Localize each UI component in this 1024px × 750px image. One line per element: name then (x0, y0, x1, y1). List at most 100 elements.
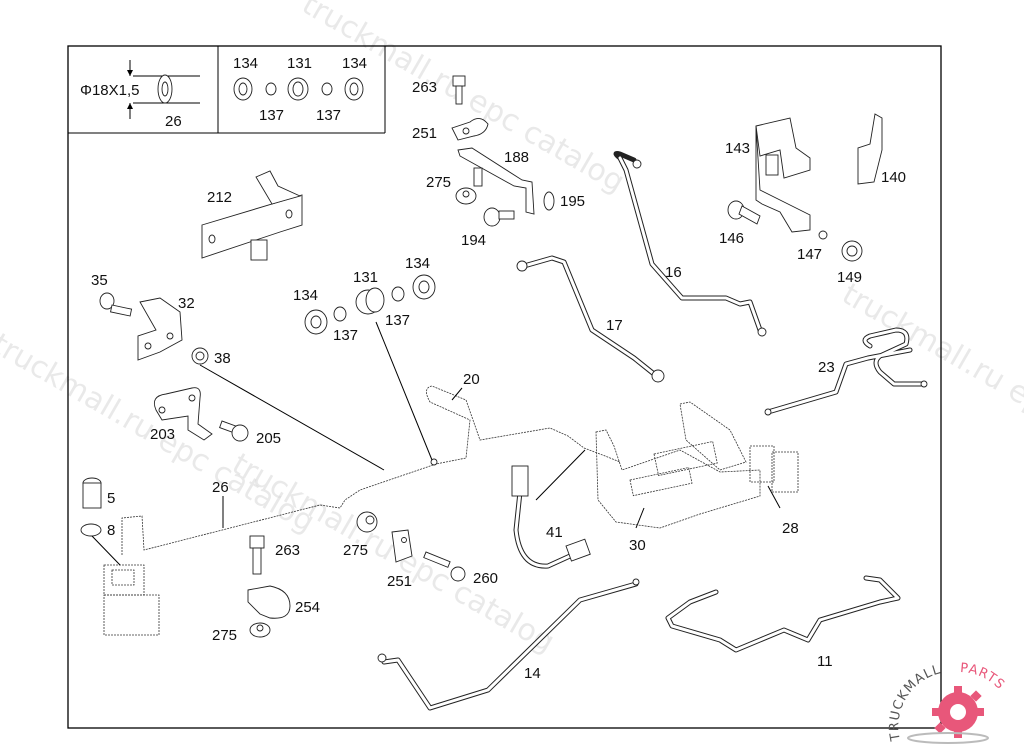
watermark-layer: truckmall.ru epc catalog truckmall.ru ep… (0, 0, 1024, 660)
callout-28: 28 (782, 520, 799, 537)
pipe-17-nut (651, 369, 665, 383)
pipe-14-nut (377, 653, 387, 663)
part-195-washer (543, 191, 555, 211)
part-275-nut (455, 187, 477, 205)
part-260-bolt (423, 551, 466, 582)
part-194-bolt (483, 207, 515, 227)
pipe-14-nut (632, 578, 640, 586)
callout-275: 275 (426, 174, 451, 191)
hose-41-fitting (511, 465, 529, 497)
part-212-bracket (201, 170, 303, 261)
callout-205: 205 (256, 430, 281, 447)
part-275-nut-3 (249, 622, 271, 638)
callout-275: 275 (343, 542, 368, 559)
callout-5: 5 (107, 490, 115, 507)
tube-26 (121, 385, 621, 555)
part-146-bolt (727, 200, 761, 225)
part-147-washer (818, 230, 828, 240)
part-35-bolt (99, 292, 133, 317)
pipe-16-nut (757, 327, 767, 337)
logo-text-parts: PARTS (960, 661, 1008, 693)
callout-134-inset: 134 (342, 55, 367, 72)
tube-dimension-label: Φ18X1,5 (80, 82, 140, 99)
part-254-clamp (247, 585, 291, 619)
callout-143: 143 (725, 140, 750, 157)
callout-251: 251 (412, 125, 437, 142)
gear-icon (932, 686, 984, 738)
part-203-bracket (153, 387, 213, 441)
diagram-frame (67, 45, 942, 729)
pipe-23-nut (920, 380, 928, 388)
callout-188: 188 (504, 149, 529, 166)
callout-26-inset: 26 (165, 113, 182, 130)
part-205-bolt (219, 420, 249, 442)
callout-147: 147 (797, 246, 822, 263)
callout-labels: 263 251 188 275 195 194 143 140 146 147 … (91, 79, 906, 682)
part-32-bracket (137, 297, 183, 361)
callout-38: 38 (214, 350, 231, 367)
callout-149: 149 (837, 269, 862, 286)
callout-30: 30 (629, 537, 646, 554)
watermark: truckmall.ru epc catalog (296, 0, 630, 200)
callout-137: 137 (333, 327, 358, 344)
callout-195: 195 (560, 193, 585, 210)
callout-212: 212 (207, 189, 232, 206)
callout-263: 263 (412, 79, 437, 96)
callout-32: 32 (178, 295, 195, 312)
callout-11: 11 (817, 653, 833, 670)
logo-swoosh (907, 732, 989, 744)
inset-boxes (68, 46, 386, 134)
pipe-11 (665, 575, 901, 653)
part-140-plate (857, 113, 883, 185)
part-251-clip (451, 118, 489, 141)
part-8-seal (80, 523, 102, 537)
callout-254: 254 (295, 599, 320, 616)
callout-20: 20 (463, 371, 480, 388)
callout-17: 17 (606, 317, 623, 334)
callout-137-inset: 137 (259, 107, 284, 124)
callout-194: 194 (461, 232, 486, 249)
part-263-bolt-2 (249, 535, 265, 575)
leader-lines (91, 321, 781, 566)
callout-134: 134 (405, 255, 430, 272)
callout-263: 263 (275, 542, 300, 559)
pipe-16-nut (632, 159, 642, 169)
hose-41-coupling (565, 538, 591, 562)
callout-251: 251 (387, 573, 412, 590)
callout-137: 137 (385, 312, 410, 329)
pipe-17-nut (516, 260, 528, 272)
part-143-bracket (755, 117, 811, 233)
watermark: truckmall.ru epc catalog (836, 277, 1024, 490)
callout-275: 275 (212, 627, 237, 644)
callout-16: 16 (665, 264, 682, 281)
callout-146: 146 (719, 230, 744, 247)
part-188-bracket (457, 147, 535, 215)
pipe-23-nut (764, 408, 772, 416)
fitting-assembly (304, 274, 436, 335)
callout-137-inset: 137 (316, 107, 341, 124)
callout-131-inset: 131 (287, 55, 312, 72)
callout-140: 140 (881, 169, 906, 186)
part-149-nut (841, 240, 863, 262)
tube-dimension-inset: Φ18X1,5 26 (80, 60, 200, 130)
callout-8: 8 (107, 522, 115, 539)
callout-26: 26 (212, 479, 229, 496)
valve-block (103, 564, 160, 636)
part-263-bolt (452, 75, 466, 105)
part-38-nut (191, 347, 209, 365)
callout-131: 131 (353, 269, 378, 286)
fitting-inset: 134 131 134 137 137 (233, 55, 367, 124)
callout-134-inset: 134 (233, 55, 258, 72)
callout-134: 134 (293, 287, 318, 304)
callout-41: 41 (546, 524, 563, 541)
tube-joint (430, 458, 438, 466)
frame-assembly-30 (595, 401, 799, 529)
callout-23: 23 (818, 359, 835, 376)
callout-14: 14 (524, 665, 541, 682)
truckmall-parts-logo: TRUCKMALL PARTS (887, 661, 1008, 744)
callout-35: 35 (91, 272, 108, 289)
part-251-clip-2 (391, 529, 413, 563)
part-275-nut-2 (356, 511, 378, 533)
callout-260: 260 (473, 570, 498, 587)
